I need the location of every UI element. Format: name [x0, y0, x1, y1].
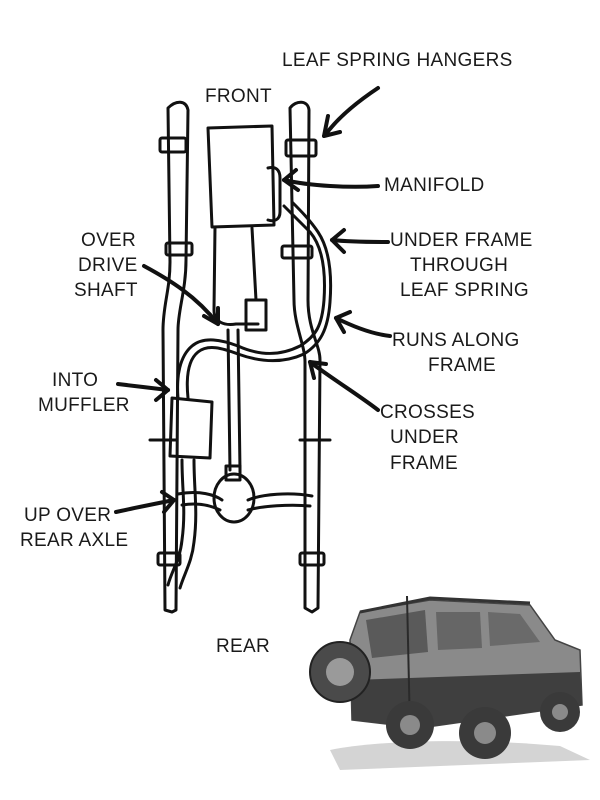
- arrow-manifold: [282, 168, 380, 192]
- left-frame-rail: [161, 100, 190, 614]
- label-under-frame-line1: UNDER FRAME: [390, 230, 533, 251]
- label-rear: REAR: [216, 636, 270, 657]
- arrow-runs-along-frame: [334, 310, 392, 338]
- label-up-over-line2: REAR AXLE: [20, 530, 128, 551]
- label-into-muffler-line1: INTO: [52, 370, 98, 391]
- engine-block: [206, 124, 282, 332]
- label-runs-along-line1: RUNS ALONG: [392, 330, 520, 351]
- label-leaf-spring-hangers: LEAF SPRING HANGERS: [282, 50, 513, 71]
- arrow-crosses-under-frame: [308, 360, 380, 412]
- label-up-over-line1: UP OVER: [24, 505, 111, 526]
- label-manifold: MANIFOLD: [384, 175, 485, 196]
- label-over-drive-shaft-line3: SHAFT: [74, 280, 138, 301]
- label-over-drive-shaft-line2: DRIVE: [78, 255, 138, 276]
- label-crosses-under-line2: UNDER: [390, 427, 459, 448]
- arrow-under-frame: [330, 228, 390, 254]
- label-under-frame-line3: LEAF SPRING: [400, 280, 529, 301]
- arrow-over-drive-shaft: [142, 264, 220, 326]
- right-frame-rail: [288, 100, 322, 614]
- arrow-leaf-spring-hangers: [322, 86, 380, 138]
- exhaust-pipe: [166, 200, 333, 590]
- label-front: FRONT: [205, 86, 272, 107]
- muffler: [168, 396, 214, 460]
- label-crosses-under-line3: FRAME: [390, 453, 458, 474]
- arrow-up-over-rear-axle: [114, 490, 176, 514]
- label-runs-along-line2: FRAME: [428, 355, 496, 376]
- label-under-frame-line2: THROUGH: [410, 255, 508, 276]
- label-over-drive-shaft-line1: OVER: [81, 230, 136, 251]
- label-crosses-under-line1: CROSSES: [380, 402, 475, 423]
- label-into-muffler-line2: MUFFLER: [38, 395, 130, 416]
- arrow-into-muffler: [116, 378, 170, 402]
- frame-crossmember-marks: [148, 136, 332, 567]
- vehicle-photo: [309, 595, 590, 770]
- rear-axle: [176, 464, 314, 524]
